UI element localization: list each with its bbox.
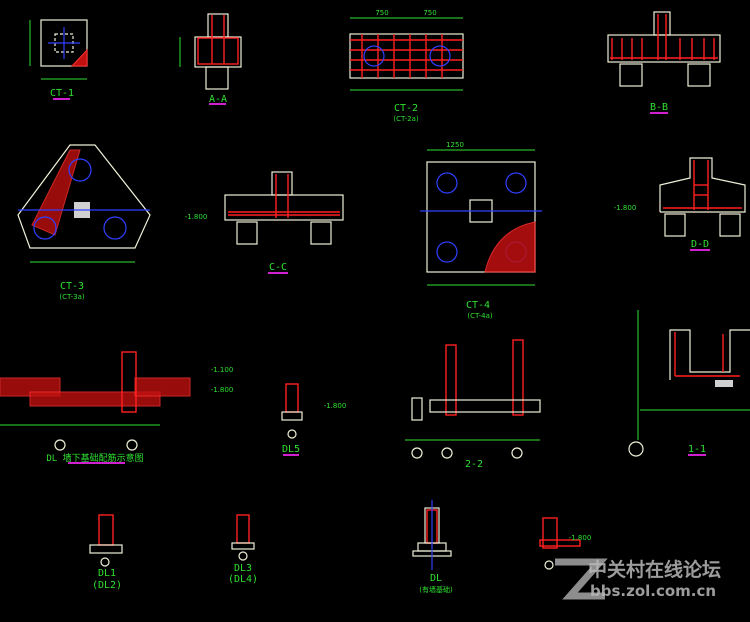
label-2-2: 2-2 <box>465 459 483 470</box>
drawing-1-1: 1-1 <box>628 310 750 457</box>
svg-text:750: 750 <box>423 9 436 17</box>
svg-text:(有墙基础): (有墙基础) <box>419 585 453 594</box>
label-dl1: DL1 <box>98 568 116 579</box>
svg-text:-1.800: -1.800 <box>211 386 234 394</box>
label-1-1: 1-1 <box>688 444 706 455</box>
drawing-dl5: -1.800 DL5 <box>281 383 347 456</box>
label-cc: C-C <box>269 262 287 273</box>
drawing-aa: A-A <box>179 13 242 105</box>
drawing-ct2: 750 750 CT-2 (CT-2a) <box>349 9 464 123</box>
drawing-ct4: 1250 CT-4 (CT-4a) <box>420 141 542 320</box>
drawing-dd: -1.800 D-D <box>614 157 746 251</box>
label-ct2: CT-2 <box>394 103 418 114</box>
svg-text:(DL4): (DL4) <box>228 574 258 585</box>
drawing-bb: B-B <box>607 11 721 114</box>
label-dl3: DL3 <box>234 563 252 574</box>
svg-text:(DL2): (DL2) <box>92 580 122 591</box>
label-ct3: CT-3 <box>60 281 84 292</box>
svg-text:(CT-4a): (CT-4a) <box>467 312 493 320</box>
label-dl: DL <box>430 573 442 584</box>
label-bb: B-B <box>650 102 668 113</box>
label-ct4: CT-4 <box>466 300 490 311</box>
svg-text:1250: 1250 <box>446 141 464 149</box>
drawing-cc: -1.800 C-C <box>185 171 344 274</box>
svg-text:750: 750 <box>375 9 388 17</box>
zol-logo-icon <box>555 558 608 600</box>
drawing-dl3: DL3 (DL4) <box>228 514 258 585</box>
label-dl5: DL5 <box>282 444 300 455</box>
drawing-2-2: 2-2 <box>405 339 541 470</box>
drawing-dl: DL (有墙基础) <box>412 500 453 594</box>
svg-text:-1.100: -1.100 <box>211 366 234 374</box>
label-ct1: CT-1 <box>50 88 74 99</box>
svg-text:(CT-2a): (CT-2a) <box>393 115 419 123</box>
drawing-ct1: CT-1 <box>29 19 88 100</box>
drawing-ct3: CT-3 (CT-3a) <box>17 144 151 301</box>
label-dl-section: DL 墙下基础配筋示意图 <box>46 452 143 464</box>
drawing-dl-detail: -1.800 <box>539 517 592 570</box>
svg-text:-1.800: -1.800 <box>185 213 208 221</box>
svg-text:中关村在线论坛: 中关村在线论坛 <box>588 558 721 581</box>
label-dd: D-D <box>691 239 709 250</box>
drawing-dl1: DL1 (DL2) <box>89 514 123 591</box>
svg-text:(CT-3a): (CT-3a) <box>59 293 85 301</box>
label-aa: A-A <box>209 94 227 105</box>
drawing-dl-section: -1.100 -1.800 DL 墙下基础配筋示意图 <box>0 351 234 464</box>
svg-text:-1.800: -1.800 <box>614 204 637 212</box>
svg-text:bbs.zol.com.cn: bbs.zol.com.cn <box>590 582 716 600</box>
svg-text:-1.800: -1.800 <box>569 534 592 542</box>
watermark: 中关村在线论坛 bbs.zol.com.cn <box>555 558 721 600</box>
svg-text:-1.800: -1.800 <box>324 402 347 410</box>
